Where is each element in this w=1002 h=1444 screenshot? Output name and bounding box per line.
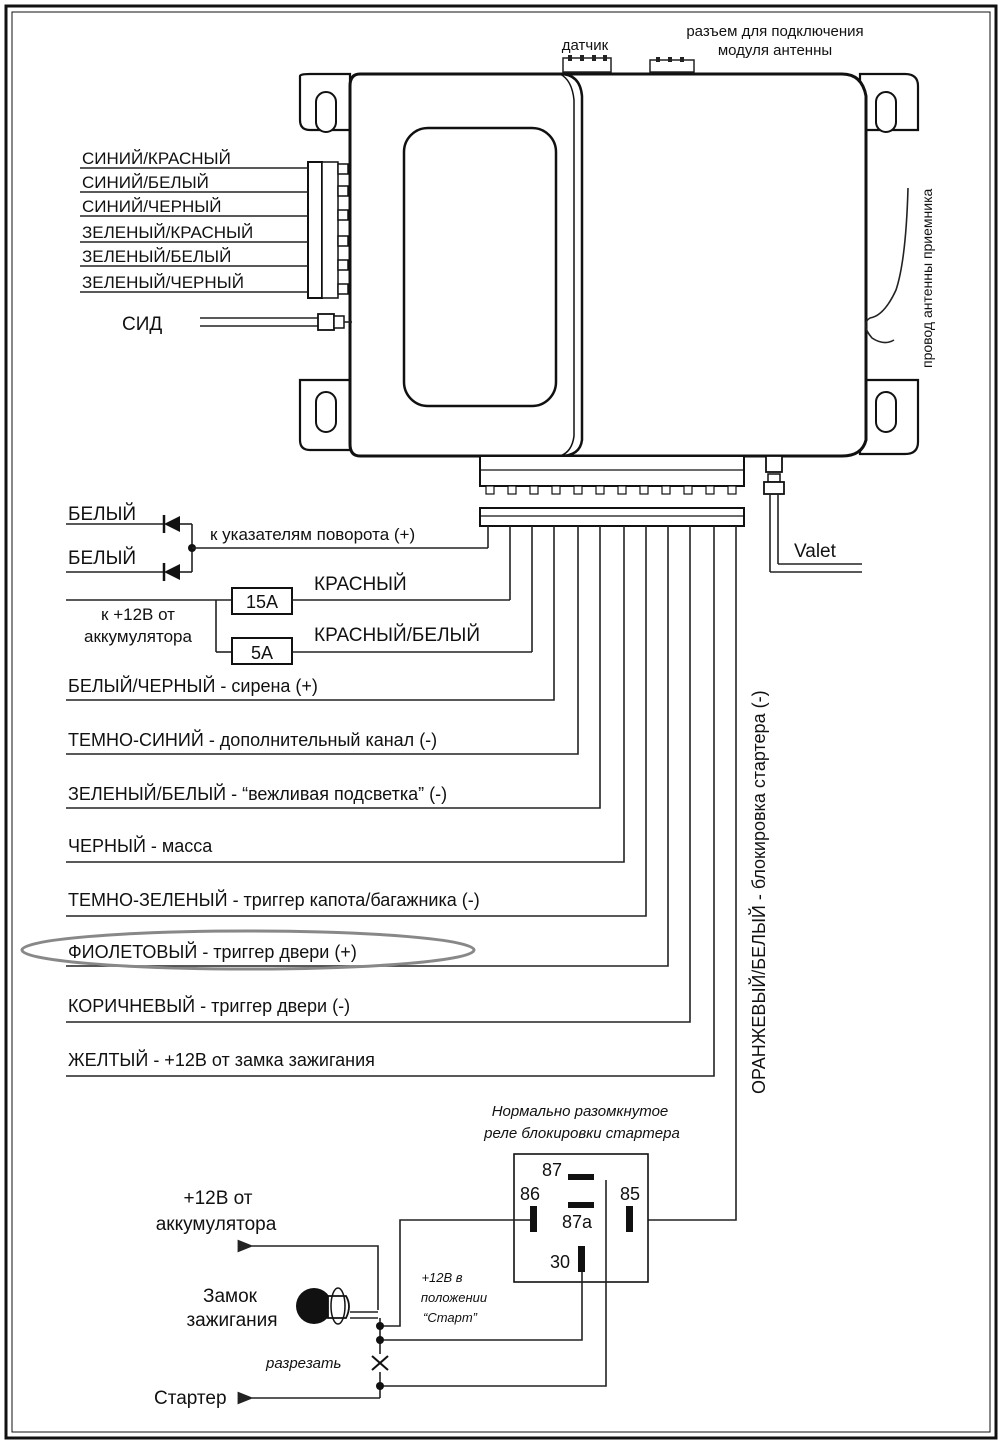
relay-title-2: реле блокировки стартера bbox=[483, 1125, 680, 1142]
page-border bbox=[4, 4, 998, 1440]
red-wire-label: КРАСНЫЙ bbox=[314, 573, 407, 595]
start-position-label-2: положении bbox=[421, 1290, 487, 1305]
ignition-lock-label-1: Замок bbox=[203, 1286, 258, 1307]
relay-title-1: Нормально разомкнутое bbox=[492, 1103, 669, 1120]
ignition-battery-label-1: +12В от bbox=[183, 1188, 252, 1209]
relay-pin-87: 87 bbox=[542, 1160, 562, 1180]
cut-label: разрезать bbox=[265, 1355, 341, 1372]
relay-pin-30: 30 bbox=[550, 1252, 570, 1272]
main-wire-label: ЧЕРНЫЙ - масса bbox=[68, 835, 213, 856]
left-wire-label: ЗЕЛЕНЫЙ/КРАСНЫЙ bbox=[82, 223, 253, 242]
relay-pin-85: 85 bbox=[620, 1184, 640, 1204]
starter-label: Стартер bbox=[154, 1388, 227, 1409]
fuse-5a-label: 5А bbox=[251, 643, 273, 663]
start-position-label-3: “Старт” bbox=[423, 1310, 478, 1325]
bottom-connector bbox=[479, 455, 745, 527]
left-wire-label: ЗЕЛЕНЫЙ/ЧЕРНЫЙ bbox=[82, 273, 244, 292]
left-connector bbox=[307, 161, 349, 299]
main-wire-label: БЕЛЫЙ/ЧЕРНЫЙ - сирена (+) bbox=[68, 675, 318, 696]
antenna-module-label-1: разъем для подключения bbox=[686, 23, 863, 40]
relay-pin-87a: 87a bbox=[562, 1212, 593, 1232]
white-wire-label-2: БЕЛЫЙ bbox=[68, 547, 136, 569]
ignition-battery-label-2: аккумулятора bbox=[156, 1214, 277, 1235]
sensor-connector bbox=[562, 55, 612, 73]
battery-label-1: к +12В от bbox=[101, 605, 175, 624]
main-wire-label: ТЕМНО-СИНИЙ - дополнительный канал (-) bbox=[68, 729, 437, 750]
relay-pin-86: 86 bbox=[520, 1184, 540, 1204]
start-position-label-1: +12В в bbox=[421, 1270, 462, 1285]
red-white-wire-label: КРАСНЫЙ/БЕЛЫЙ bbox=[314, 624, 480, 646]
valet-label: Valet bbox=[794, 541, 837, 562]
ignition-circuit bbox=[237, 1180, 607, 1405]
left-wire-label: СИНИЙ/ЧЕРНЫЙ bbox=[82, 197, 222, 216]
receiver-antenna-wire bbox=[864, 187, 909, 344]
main-wire-label: ФИОЛЕТОВЫЙ - триггер двери (+) bbox=[68, 941, 357, 962]
led-label: СИД bbox=[122, 314, 162, 335]
white-wire-label-1: БЕЛЫЙ bbox=[68, 503, 136, 525]
antenna-module-label-2: модуля антенны bbox=[718, 42, 832, 59]
starter-relay bbox=[513, 1153, 649, 1283]
turn-signal-label: к указателям поворота (+) bbox=[210, 525, 415, 544]
led-connector bbox=[200, 313, 352, 331]
ignition-key-icon bbox=[296, 1287, 350, 1325]
fuse-15a-label: 15А bbox=[246, 592, 278, 612]
main-wire-label: ТЕМНО-ЗЕЛЕНЫЙ - триггер капота/багажника… bbox=[68, 889, 480, 910]
sensor-label: датчик bbox=[562, 37, 609, 54]
alarm-control-unit bbox=[298, 72, 920, 458]
antenna-module-connector bbox=[649, 57, 695, 73]
starter-block-wire-label: ОРАНЖЕВЫЙ/БЕЛЫЙ - блокировка стартера (-… bbox=[748, 690, 769, 1094]
left-wire-label: СИНИЙ/БЕЛЫЙ bbox=[82, 173, 209, 192]
ignition-lock-label-2: зажигания bbox=[186, 1310, 277, 1331]
battery-label-2: аккумулятора bbox=[84, 627, 192, 646]
left-wire-label: СИНИЙ/КРАСНЫЙ bbox=[82, 149, 231, 168]
left-wire-label: ЗЕЛЕНЫЙ/БЕЛЫЙ bbox=[82, 247, 231, 266]
main-wire-label: КОРИЧНЕВЫЙ - триггер двери (-) bbox=[68, 995, 350, 1016]
left-wire-lines bbox=[80, 167, 308, 293]
receiver-antenna-label: провод антенны приемника bbox=[919, 188, 935, 368]
valet-connector bbox=[763, 455, 862, 573]
power-fuses bbox=[66, 526, 533, 665]
main-wire-label: ЗЕЛЕНЫЙ/БЕЛЫЙ - “вежливая подсветка” (-) bbox=[68, 783, 447, 804]
page-border-inner bbox=[11, 11, 991, 1433]
main-wire-label: ЖЕЛТЫЙ - +12В от замка зажигания bbox=[68, 1049, 375, 1070]
highlight-ellipse bbox=[20, 929, 476, 971]
main-wire-lines bbox=[66, 526, 737, 1221]
turn-signal-diodes bbox=[66, 515, 489, 581]
